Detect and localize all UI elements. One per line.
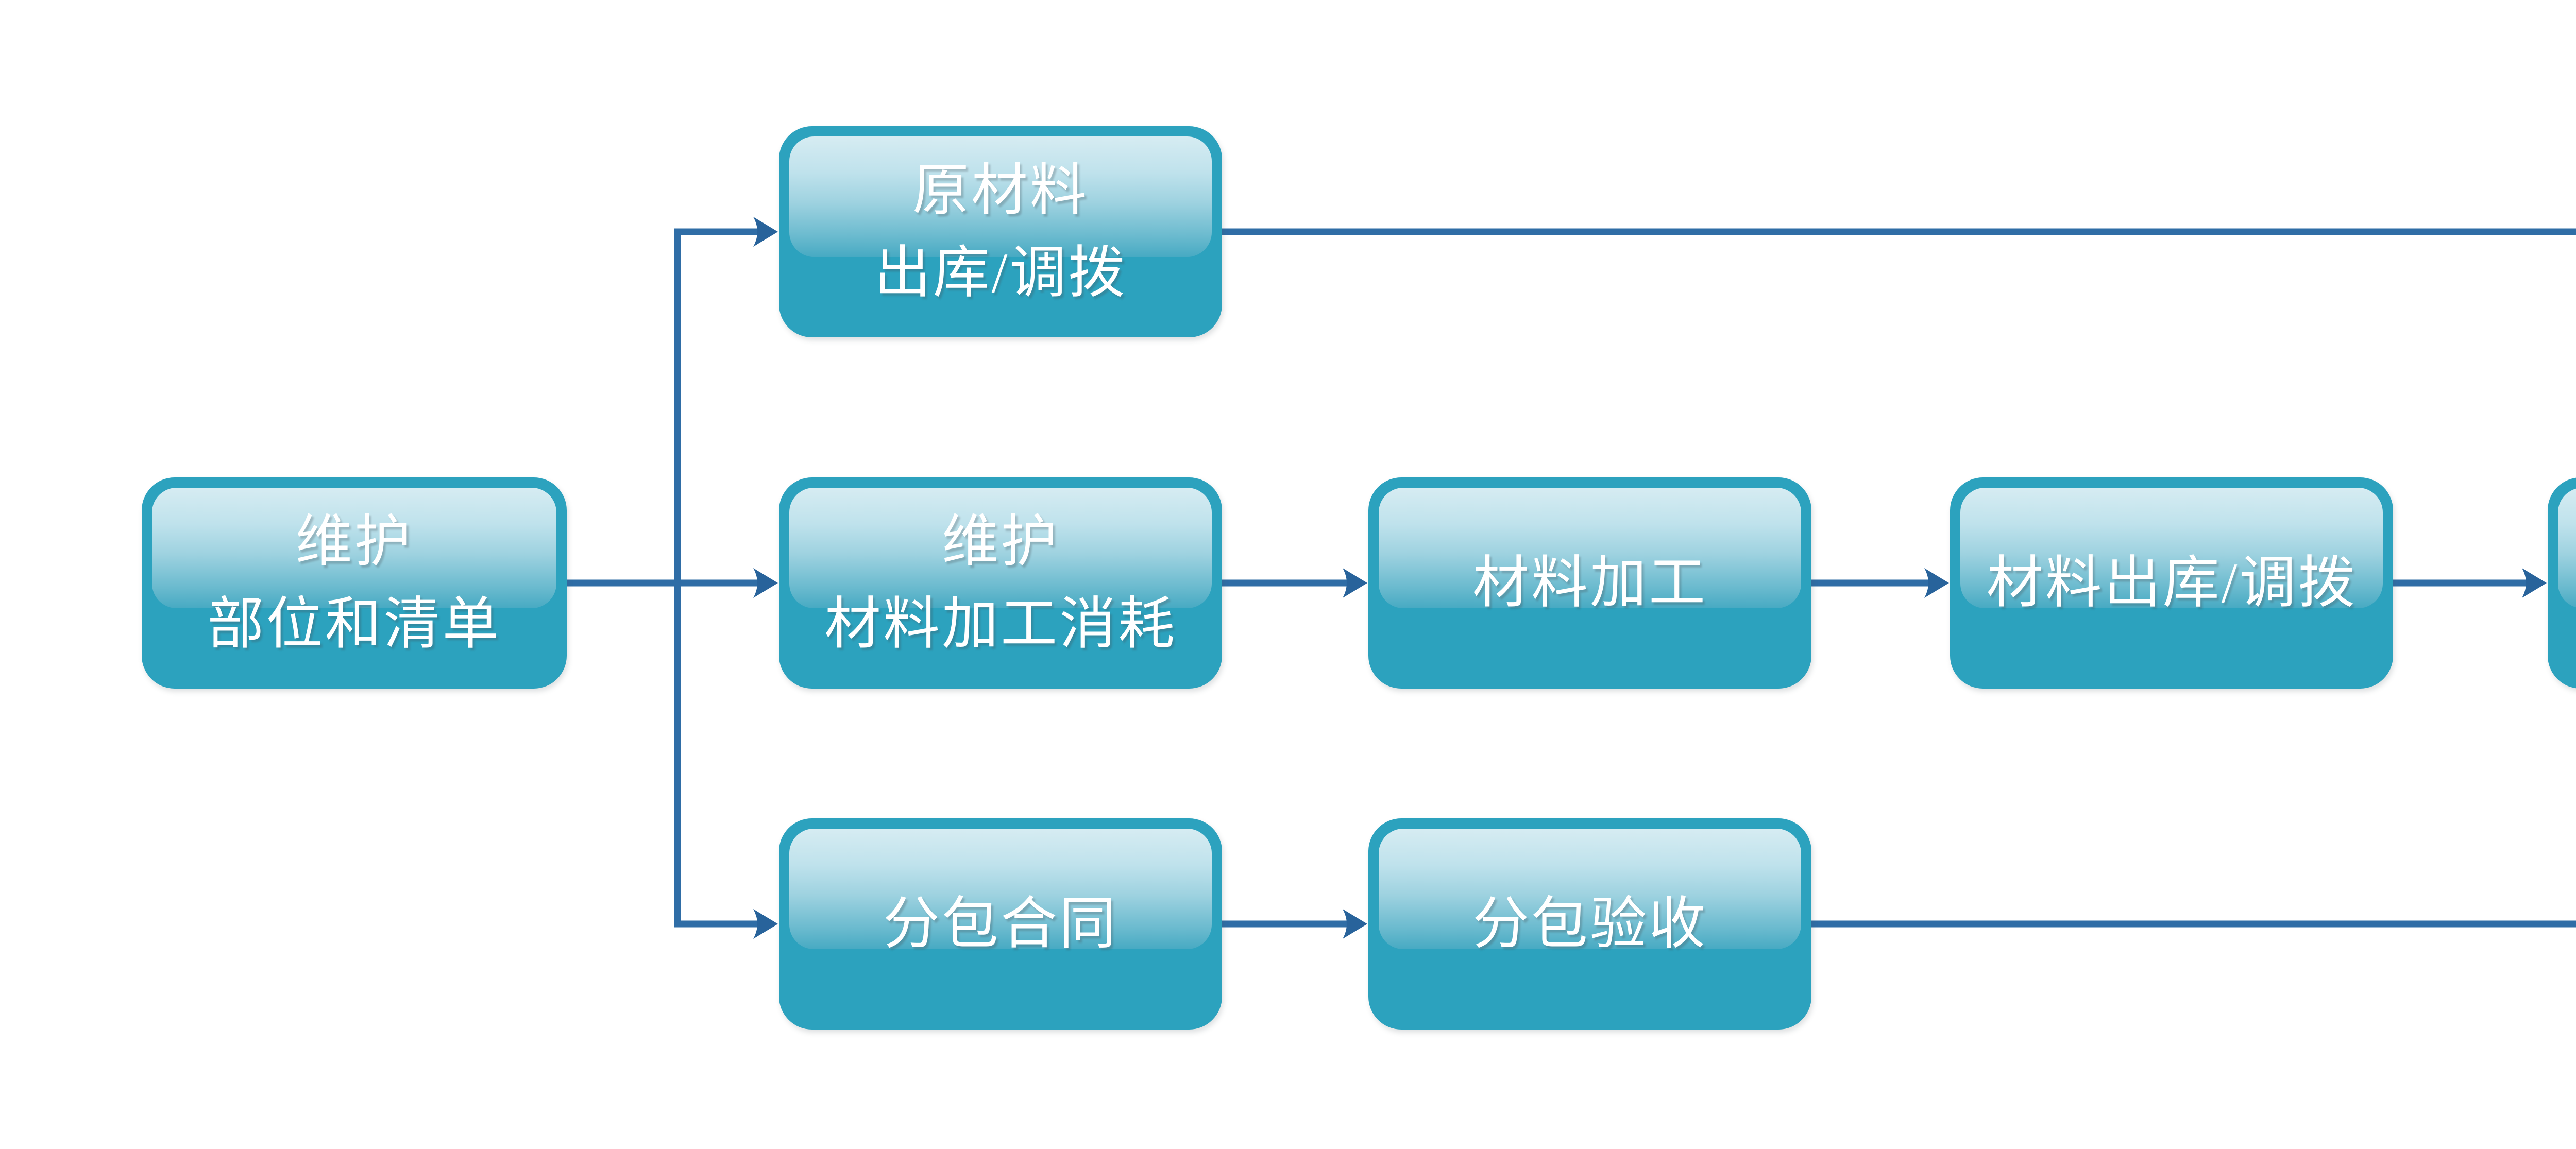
node-raw-material-outbound-transfer: 原材料 出库/调拨 bbox=[779, 126, 1222, 337]
node-label-line: 分包验收 bbox=[1472, 893, 1707, 955]
arrowhead-into-processing bbox=[1343, 568, 1367, 598]
arrowhead-into-acceptance bbox=[1343, 909, 1367, 939]
node-label: 分包验收 bbox=[1368, 818, 1811, 1030]
node-label: 材料出库/调拨 bbox=[1950, 477, 2393, 689]
node-gloss bbox=[1379, 829, 1801, 949]
node-gloss bbox=[789, 829, 1212, 949]
arrowhead-into-outbound bbox=[1924, 568, 1949, 598]
node-project-progress-analysis: 工程进度分析 bbox=[2548, 477, 2576, 689]
node-label: 原材料 出库/调拨 bbox=[779, 126, 1222, 337]
node-label-line: 出库/调拨 bbox=[874, 242, 1127, 304]
node-label-line: 维护 bbox=[942, 510, 1059, 573]
node-gloss bbox=[1379, 488, 1801, 608]
node-label-line: 维护 bbox=[295, 510, 413, 573]
arrowhead-into-rawmaterial bbox=[753, 217, 778, 247]
node-label: 材料加工 bbox=[1368, 477, 1811, 689]
edge-rawmaterial-to-progress bbox=[1222, 228, 2576, 235]
node-label-line: 材料加工消耗 bbox=[824, 593, 1177, 656]
node-maintenance-material-processing-consumption: 维护 材料加工消耗 bbox=[779, 477, 1222, 689]
node-subcontract-contract: 分包合同 bbox=[779, 818, 1222, 1030]
edge-branch-trunk bbox=[674, 228, 758, 928]
node-label: 维护 材料加工消耗 bbox=[779, 477, 1222, 689]
node-gloss bbox=[152, 488, 556, 608]
arrowhead-into-consumption bbox=[753, 568, 778, 598]
node-label: 维护 部位和清单 bbox=[142, 477, 567, 689]
node-gloss bbox=[1960, 488, 2383, 608]
node-gloss bbox=[789, 136, 1212, 257]
arrowhead-into-subcontract bbox=[753, 909, 778, 939]
node-label-line: 分包合同 bbox=[883, 893, 1118, 955]
node-gloss bbox=[2558, 488, 2576, 608]
edge-acceptance-to-progress bbox=[1811, 920, 2576, 928]
node-gloss bbox=[789, 488, 1212, 608]
node-label-line: 材料加工 bbox=[1472, 552, 1707, 614]
node-material-processing: 材料加工 bbox=[1368, 477, 1811, 689]
arrowhead-into-progress-left bbox=[2522, 568, 2547, 598]
node-subcontract-acceptance: 分包验收 bbox=[1368, 818, 1811, 1030]
node-maintenance-parts-and-list: 维护 部位和清单 bbox=[142, 477, 567, 689]
node-label: 工程进度分析 bbox=[2548, 477, 2576, 689]
node-label-line: 材料出库/调拨 bbox=[1986, 552, 2357, 614]
node-label: 分包合同 bbox=[779, 818, 1222, 1030]
node-label-line: 部位和清单 bbox=[207, 593, 501, 656]
node-label-line: 原材料 bbox=[912, 159, 1089, 222]
node-material-outbound-transfer: 材料出库/调拨 bbox=[1950, 477, 2393, 689]
